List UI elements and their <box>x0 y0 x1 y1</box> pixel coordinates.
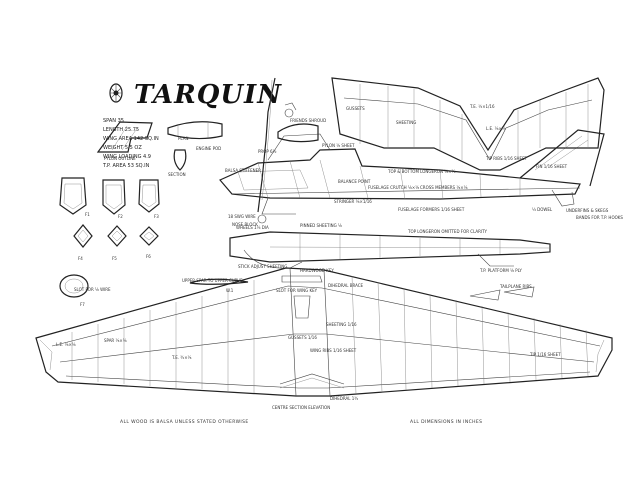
wing-ribs-note: WING RIBS 1/16 SHEET <box>310 348 357 353</box>
tarquin-logo-icon <box>109 83 123 103</box>
spec-tp-area: T.P. AREA 53 SQ.IN <box>102 163 150 169</box>
slot-wing-key-note: SLOT FOR WING KEY <box>276 288 318 293</box>
footer-dimensions-note: ALL DIMENSIONS IN INCHES <box>410 419 482 425</box>
balance-point-note: BALANCE POINT <box>338 179 371 184</box>
wire-note: 18 SWG WIRE <box>228 214 256 219</box>
wing-spar-note: SPAR ⅛×⅛ <box>104 338 127 343</box>
tp-sheeting-note: SHEETING <box>396 120 416 125</box>
former-f7: F7 <box>59 274 89 307</box>
former-f5-label: F5 <box>112 256 117 261</box>
pylon-sheet-note: PYLON ⅛ SHEET <box>322 143 355 148</box>
fin-sheet-note: FIN 1/16 SHEET <box>536 164 568 169</box>
dihedral-note: DIHEDRAL 1¾ <box>330 396 358 401</box>
stick-adjust-note: STICK ADJUST SHEETING <box>238 264 287 269</box>
fuselage-plan-view: WHEELS 1¼ DIA PINNED SHEETING ⅛ TOP LONG… <box>229 223 551 273</box>
former-f1: F1 <box>59 177 90 217</box>
underfins-note: UNDERFINS & SKEGS <box>566 208 609 213</box>
fuselage-side-view: PROP 6½ FRIENDS SHROUD PYLON ⅛ SHEET BAL… <box>219 77 623 227</box>
wing-rib-section: UPPER SPAR TO UPPER CURVE W.1 <box>182 278 249 293</box>
main-wing-plan: L.E. ⅛×⅛ SPAR ⅛×⅛ T.E. ¾×⅛ SHEETING 1/16… <box>35 267 613 397</box>
engine-pod-section: SECTION <box>168 149 187 177</box>
engine-pod-label: ENGINE POD <box>196 146 221 151</box>
spec-wing-loading: WING LOADING 4.9 <box>103 154 151 160</box>
stringer-note: STRINGER ⅛×1/16 <box>334 199 372 204</box>
former-f4: F4 <box>73 224 93 261</box>
former-f4-label: F4 <box>78 256 83 261</box>
hardwood-key-note: HARDWOOD KEY <box>300 268 334 273</box>
footer-wood-note: ALL WOOD IS BALSA UNLESS STATED OTHERWIS… <box>120 419 249 425</box>
centre-section-elevation: CENTRE SECTION ELEVATION DIHEDRAL 1¾ <box>272 373 358 410</box>
spec-length: LENGTH 25.75 <box>103 127 139 133</box>
spec-span: SPAN 35 <box>103 118 124 124</box>
section-label: SECTION <box>168 172 186 177</box>
wing-key-view: HARDWOOD KEY SLOT FOR WING KEY DIHEDRAL … <box>276 268 364 319</box>
prop-note: PROP 6½ <box>258 149 277 154</box>
nose-block-note: NOSE BLOCK <box>232 222 258 227</box>
balsa-stiffener-note: BALSA STIFFENER <box>225 168 261 173</box>
slot-ply-note: SLOT FOR ⅛ WIRE <box>74 287 111 292</box>
former-f6: F6 <box>139 226 159 259</box>
pylon-outline-label: PYLON OUTLINE <box>104 156 136 161</box>
fuselage-crutch-note: FUSELAGE CRUTCH ⅛×⅛ <box>368 185 419 190</box>
wing-gussets-note: GUSSETS 1/16 <box>288 335 317 340</box>
former-f3: F3 <box>138 179 160 219</box>
former-f3-label: F3 <box>154 214 159 219</box>
wing-sheeting-note: SHEETING 1/16 <box>326 322 357 327</box>
former-f7-label: F7 <box>80 302 85 307</box>
former-f2-label: F2 <box>118 214 123 219</box>
longeron-note: TOP & BOTTOM LONGERON ⅛×⅛ <box>387 169 455 174</box>
tp-le-note: L.E. ⅛×⅛ <box>486 126 506 131</box>
upper-camber-note: UPPER SPAR TO UPPER CURVE <box>182 278 243 283</box>
spec-block: SPAN 35 LENGTH 25.75 WING AREA 142 SQ.IN… <box>102 118 159 169</box>
formers-note: FUSELAGE FORMERS 1/16 SHEET <box>398 207 465 212</box>
tailplane-ribs-label: TAILPLANE RIBS <box>499 284 532 289</box>
tip-ribs-note: TIP RIBS 1/16 SHEET <box>485 156 528 161</box>
tailplane-plan: GUSSETS SHEETING T.E. ¼×1/16 L.E. ⅛×⅛ TI… <box>331 77 605 171</box>
former-f6-label: F6 <box>146 254 151 259</box>
tp-bands-note: BANDS FOR T.P. HOOKS <box>576 215 623 220</box>
wing-rib-label: W.1 <box>226 288 234 293</box>
centre-section-label: CENTRE SECTION ELEVATION <box>272 405 330 410</box>
former-f5: F5 <box>107 225 127 261</box>
cross-members-note: CROSS MEMBERS ⅛×⅛ <box>420 185 468 190</box>
tp-gussets-note: GUSSETS <box>346 106 365 111</box>
wing-le-note: L.E. ⅛×⅛ <box>56 342 76 347</box>
wing-te-note: T.E. ¾×⅛ <box>171 355 192 360</box>
top-longeron-note: TOP LONGERON OMITTED FOR CLARITY <box>407 229 488 234</box>
plan-label: PLAN <box>178 136 188 141</box>
dowel-note: ¼ DOWEL <box>532 207 553 212</box>
tp-platform-note: T.P. PLATFORM ⅛ PLY <box>479 268 522 273</box>
dihedral-brace-note: DIHEDRAL BRACE <box>328 283 364 288</box>
former-f2: F2 <box>102 179 126 219</box>
spec-weight: WEIGHT 5.5 OZ <box>103 145 142 151</box>
wing-tip-note: TIP 1/16 SHEET <box>529 352 561 357</box>
engine-pod-plan: PLAN ENGINE POD <box>167 121 223 151</box>
friends-shroud-note: FRIENDS SHROUD <box>290 118 326 123</box>
former-f1-label: F1 <box>85 212 90 217</box>
plan-title: TARQUIN <box>134 80 282 110</box>
wheels-note: WHEELS 1¼ DIA <box>236 225 269 230</box>
pylon-outline: PYLON OUTLINE <box>96 121 153 161</box>
pinned-sheeting-note: PINNED SHEETING ⅛ <box>300 223 342 228</box>
tp-te-note: T.E. ¼×1/16 <box>469 104 495 109</box>
tailplane-ribs: TAILPLANE RIBS <box>469 284 535 301</box>
